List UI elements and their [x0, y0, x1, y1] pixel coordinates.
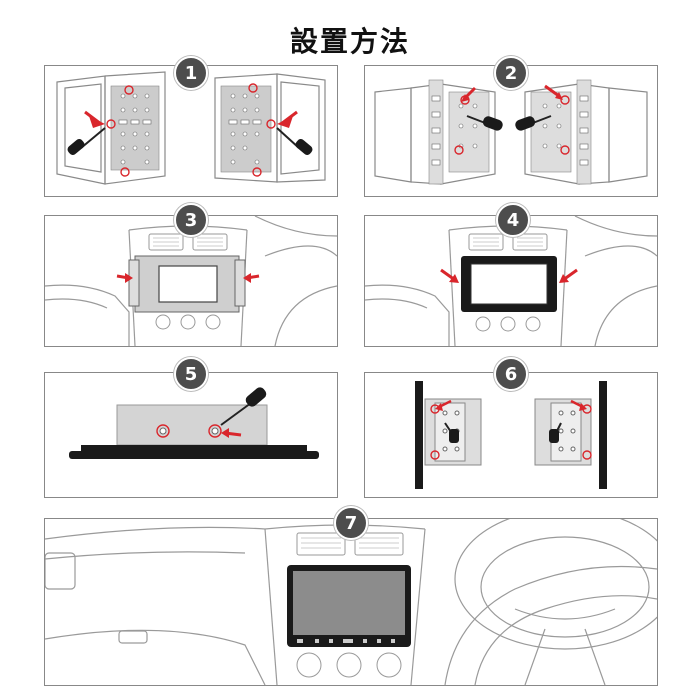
page-title: 設置方法 — [289, 25, 410, 58]
screwdriver-icon — [220, 387, 267, 426]
step-2-badge: 2 — [494, 56, 528, 90]
step-5-badge: 5 — [174, 357, 208, 391]
arrow-icon — [440, 268, 578, 283]
step-3-panel — [44, 215, 338, 347]
step-4-illustration — [365, 216, 657, 346]
arrow-icon — [116, 273, 260, 283]
step-7-badge: 7 — [334, 506, 368, 540]
screwdriver-icon — [67, 127, 106, 155]
screwdriver-icon — [444, 422, 459, 443]
step-4-panel — [364, 215, 658, 347]
step-1-badge: 1 — [174, 56, 208, 90]
screwdriver-icon — [276, 127, 313, 155]
step-6-panel — [364, 372, 658, 498]
arrow-icon — [435, 399, 587, 411]
step-3-badge: 3 — [174, 203, 208, 237]
screwdriver-icon — [515, 115, 552, 131]
step-2-panel — [364, 65, 658, 197]
step-7-illustration — [45, 519, 657, 685]
screwdriver-icon — [466, 115, 503, 131]
step-7-panel — [44, 518, 658, 686]
arrow-icon — [221, 428, 242, 438]
step-2-illustration — [374, 79, 648, 185]
arrow-icon — [84, 110, 105, 128]
step-6-badge: 6 — [494, 357, 528, 391]
step-3-illustration — [45, 216, 337, 346]
step-4-badge: 4 — [496, 203, 530, 237]
arrow-icon — [461, 86, 477, 102]
screwdriver-icon — [549, 422, 562, 443]
step-6-illustration — [415, 381, 607, 489]
arrow-icon — [277, 110, 298, 128]
step-5-illustration — [69, 387, 319, 459]
arrow-icon — [544, 84, 563, 100]
step-1-illustration — [56, 71, 326, 185]
step-5-panel — [44, 372, 338, 498]
